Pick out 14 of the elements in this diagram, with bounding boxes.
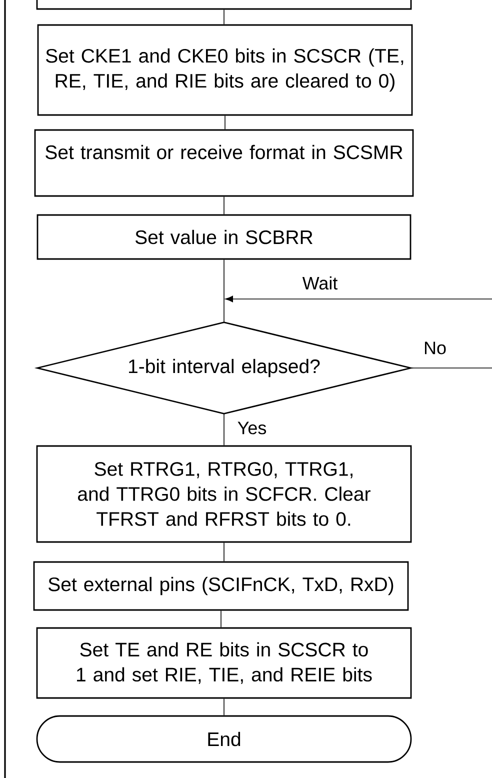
process-box	[36, 0, 412, 10]
terminal-box: End	[36, 715, 412, 763]
edge-label: Yes	[236, 420, 268, 436]
process-box: Set value in SCBRR	[36, 214, 412, 260]
process-box: Set TE and RE bits in SCSCR to 1 and set RIE, TIE, and REIE bits	[36, 627, 412, 699]
process-box: Set CKE1 and CKE0 bits in SCSCR (TE, RE, TIE, and RIE bits are cleared to 0)	[37, 24, 413, 116]
connector-line	[224, 115, 226, 130]
edge-label: No	[422, 340, 448, 356]
arrow	[225, 296, 492, 302]
process-box: Set transmit or receive format in SCSMR	[34, 129, 414, 197]
process-box: Set external pins (SCIFnCK, TxD, RxD)	[33, 561, 409, 611]
connector-line	[220, 610, 222, 628]
edge-label: Wait	[301, 275, 339, 291]
process-box: Set RTRG1, RTRG0, TTRG1, and TTRG0 bits in SCFCR. Clear TFRST and RFRST bits to 0.	[36, 445, 412, 543]
